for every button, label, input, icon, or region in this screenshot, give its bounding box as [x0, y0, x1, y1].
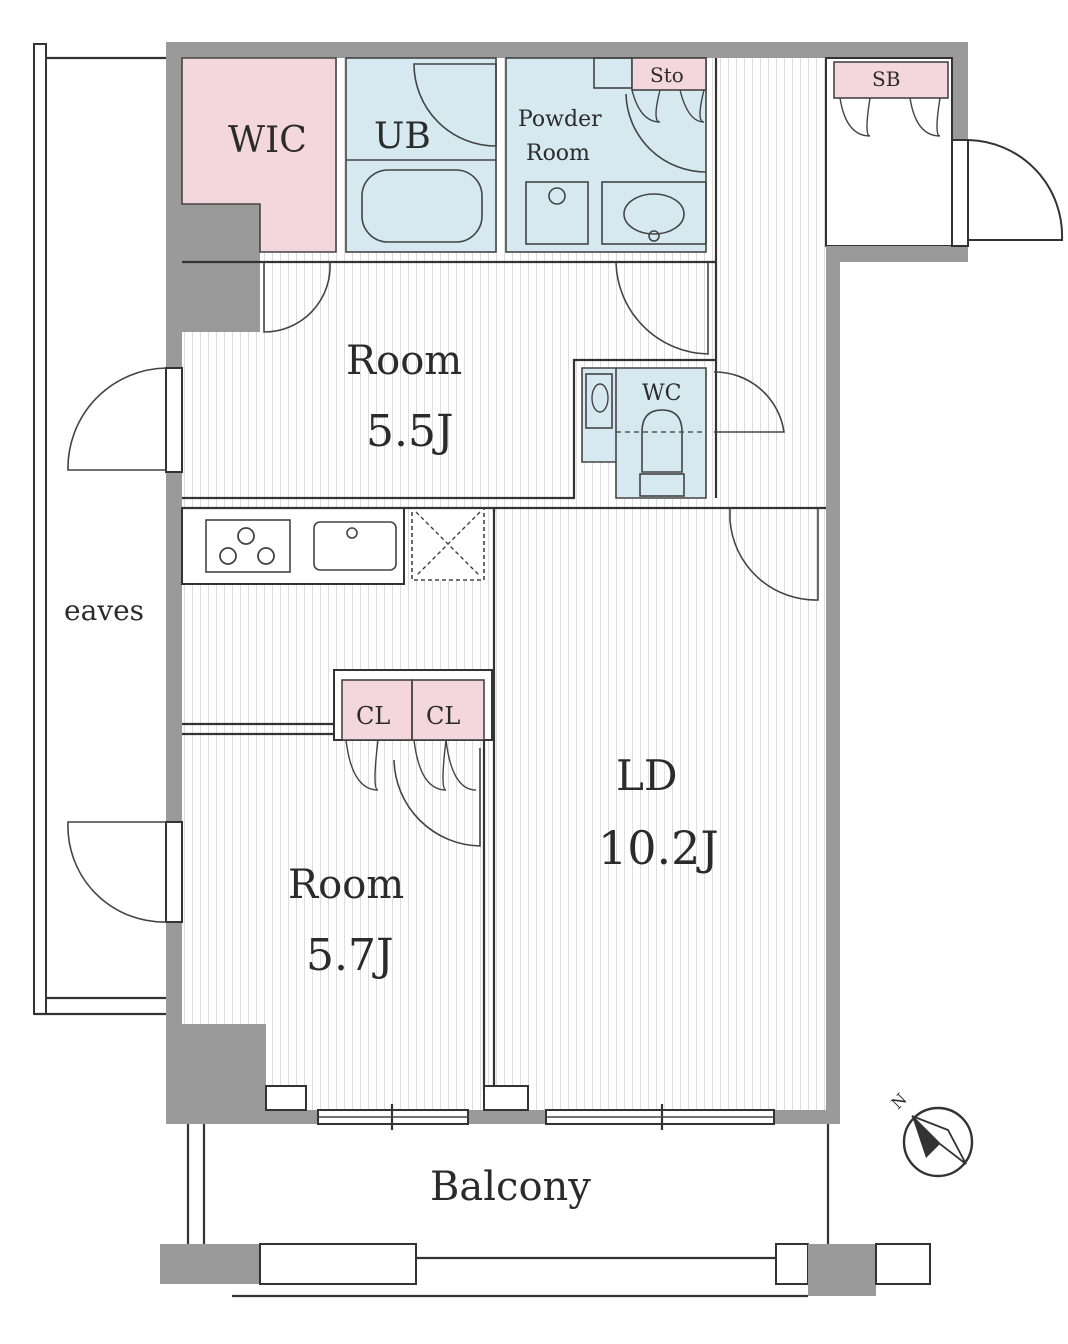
room-north-name: Room [346, 338, 462, 384]
cl-closets [333, 669, 493, 791]
room-south-name: Room [288, 862, 404, 908]
wc-label: WC [642, 381, 681, 406]
sb-closet [833, 61, 949, 137]
room-south [67, 508, 529, 1111]
ub-room [345, 57, 497, 253]
balcony-label: Balcony [430, 1164, 591, 1210]
powder-label-line1: Powder [518, 107, 602, 132]
exterior-walls [166, 42, 968, 1124]
cl-right-label: CL [426, 702, 460, 730]
column-sw [182, 1024, 266, 1110]
sb-label: SB [872, 67, 900, 91]
compass-north-label: N [887, 1089, 910, 1112]
ld-size: 10.2J [598, 821, 719, 875]
cl-left-label: CL [356, 702, 390, 730]
wic-label: WIC [228, 120, 307, 161]
ub-label: UB [374, 116, 431, 157]
wic-room [181, 57, 337, 253]
compass-icon: N [887, 1089, 974, 1178]
column-nw [182, 204, 260, 332]
eaves-label: eaves [64, 594, 144, 627]
balcony-windows [317, 1104, 775, 1130]
sto-label: Sto [650, 63, 684, 87]
ld-name: LD [616, 751, 678, 800]
eaves-area [33, 43, 166, 1016]
sto-closet [631, 57, 707, 123]
room-south-size: 5.7J [306, 930, 394, 981]
room-north [67, 260, 716, 500]
kitchen-counter [181, 507, 496, 585]
wc-room [581, 367, 785, 499]
powder-label-line2: Room [526, 141, 590, 166]
ld-door-swing [729, 508, 819, 601]
entrance-door [951, 139, 1064, 247]
room-north-size: 5.5J [366, 406, 454, 457]
balcony [160, 1124, 931, 1298]
